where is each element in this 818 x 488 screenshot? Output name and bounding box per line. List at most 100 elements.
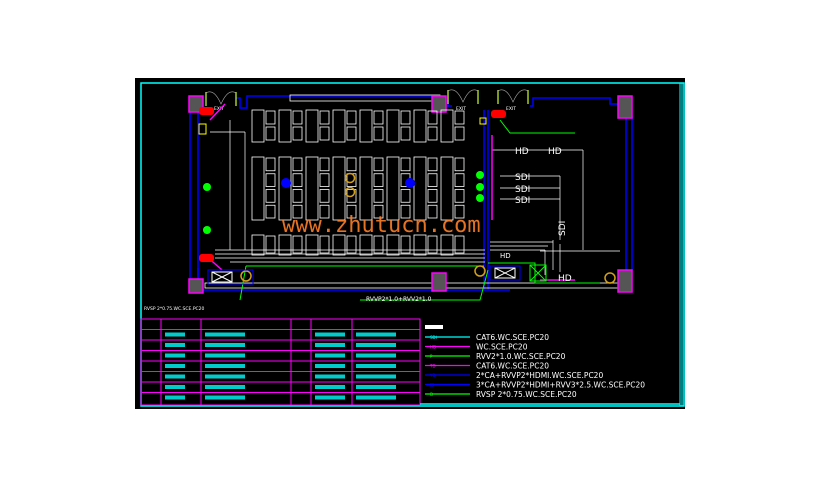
camera-icon	[476, 171, 484, 179]
desk	[278, 234, 292, 256]
legend-cell-text	[165, 332, 185, 337]
cable-tag: SDI	[430, 335, 437, 340]
chair	[265, 110, 276, 125]
legend-cell-text	[205, 395, 245, 400]
chair	[265, 126, 276, 141]
chair	[319, 110, 330, 125]
chair	[265, 157, 276, 172]
cable-spec: WC.SCE.PC20	[476, 343, 528, 352]
rack-cabinet	[489, 265, 521, 281]
hd-label: HD	[500, 252, 511, 260]
legend-cell-text	[356, 395, 396, 400]
cable-spec: RVSP 2*0.75.WC.SCE.PC20	[476, 390, 577, 399]
chair	[454, 173, 465, 187]
chair	[292, 126, 303, 141]
chair	[373, 157, 384, 172]
legend-cell-text	[356, 364, 396, 368]
chair	[292, 157, 303, 172]
control-panel-icon	[198, 123, 207, 135]
chair	[319, 235, 330, 254]
legend-table	[140, 318, 421, 406]
desk	[332, 109, 346, 143]
desk	[332, 156, 346, 221]
chair	[265, 235, 276, 254]
legend-cell-text	[315, 343, 345, 347]
desk	[413, 109, 427, 143]
cable-spec: CAT6.WC.SCE.PC20	[476, 333, 549, 342]
desk-grid	[251, 109, 465, 256]
desk	[359, 156, 373, 221]
legend-cell-text	[356, 353, 396, 358]
rack-cabinet	[207, 269, 254, 285]
chair	[373, 189, 384, 203]
legend-cell-text	[315, 353, 345, 358]
chair	[319, 173, 330, 187]
hd-label: HD	[548, 147, 562, 157]
chair	[427, 189, 438, 203]
chair	[400, 110, 411, 125]
legend-cell-text	[165, 353, 185, 358]
chair	[346, 235, 357, 254]
chair	[373, 235, 384, 254]
exit-label: EXIT	[214, 106, 224, 112]
chair	[346, 204, 357, 219]
legend-cell-text	[315, 374, 345, 379]
legend-cell-text	[356, 374, 396, 379]
drawing-frame	[140, 82, 685, 407]
camera-icon	[476, 183, 484, 191]
cable-trunks	[210, 120, 620, 275]
chair	[427, 204, 438, 219]
chair	[427, 157, 438, 172]
chair	[265, 204, 276, 219]
desk	[413, 234, 427, 256]
chair	[373, 173, 384, 187]
cable-spec: CAT6.WC.SCE.PC20	[476, 362, 549, 371]
desk	[386, 234, 400, 256]
watermark: www.zhutucn.com	[282, 213, 481, 238]
camera-icon	[203, 183, 211, 191]
hd-label: HD	[515, 147, 529, 157]
rack-cabinet	[211, 271, 233, 283]
chair	[454, 189, 465, 203]
desk	[386, 109, 400, 143]
microphone-icon	[474, 265, 486, 277]
chair	[292, 189, 303, 203]
desk	[440, 156, 454, 221]
chair	[400, 204, 411, 219]
camera-icon	[203, 226, 211, 234]
legend-table-frame	[140, 318, 421, 406]
ceiling-speaker-icon	[281, 178, 291, 188]
legend-heading	[425, 325, 443, 329]
chair	[400, 189, 411, 203]
cable-tag: YD	[429, 373, 436, 378]
chair	[319, 157, 330, 172]
chair	[454, 204, 465, 219]
chair	[319, 204, 330, 219]
chair	[400, 157, 411, 172]
legend-cell-text	[205, 343, 245, 347]
desk	[251, 109, 265, 143]
chair	[373, 110, 384, 125]
chair	[319, 189, 330, 203]
chair	[454, 235, 465, 254]
sdi-label: SDI	[515, 185, 530, 195]
desk	[359, 109, 373, 143]
cable-tag: P	[430, 354, 433, 359]
chair	[346, 157, 357, 172]
chair	[373, 204, 384, 219]
cable-spec: 2*CA+RVVP2*HDMI.WC.SCE.PC20	[476, 371, 603, 380]
legend-cell-text	[205, 332, 245, 337]
cable-tag: D	[430, 392, 433, 397]
desk	[359, 234, 373, 256]
ceiling-speaker-icon	[405, 178, 415, 188]
legend-cell-text	[356, 332, 396, 337]
legend-cell-text	[356, 343, 396, 347]
desk	[278, 156, 292, 221]
legend-cell-text	[315, 395, 345, 400]
chair	[319, 126, 330, 141]
sdi-label: SDI	[558, 221, 568, 236]
legend-cell-text	[205, 385, 245, 389]
desk	[305, 234, 319, 256]
